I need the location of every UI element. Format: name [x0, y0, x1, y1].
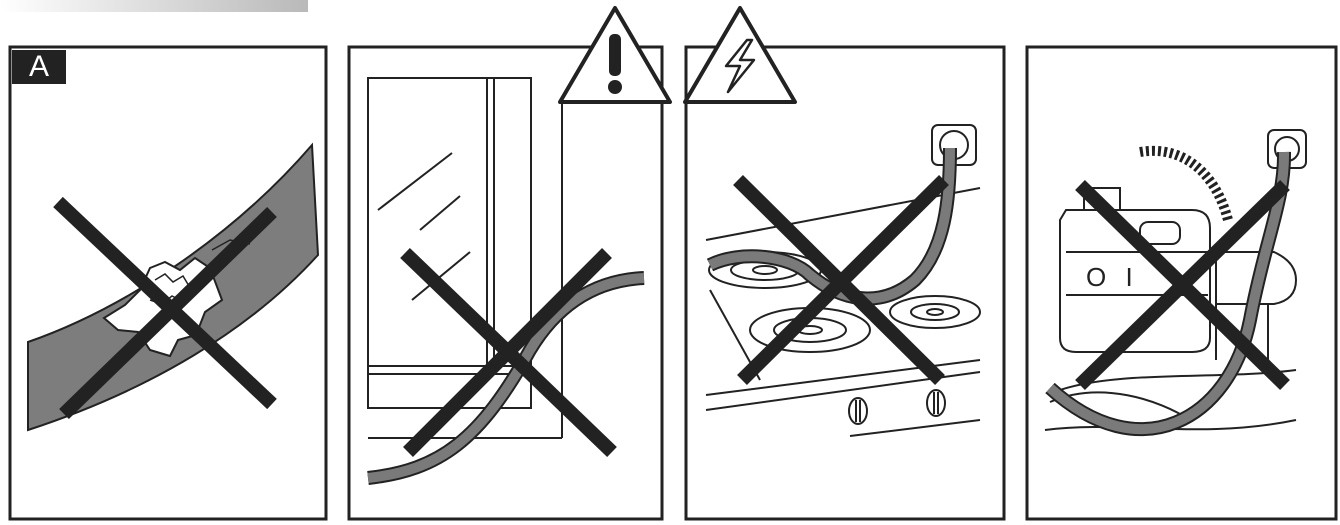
- door-cable-drawing: [367, 77, 645, 485]
- prohibition-cross-2: [400, 247, 617, 458]
- panel-frame-1: [8, 45, 328, 521]
- prohibition-cross-4: [1075, 179, 1290, 391]
- prohibition-cross-1: [53, 196, 277, 420]
- header-bar: [0, 0, 308, 12]
- damaged-cable-drawing: [27, 142, 320, 432]
- exclamation-warning-icon: [558, 6, 672, 104]
- prohibition-cross-3: [733, 175, 949, 385]
- panel-frame-4: [1025, 45, 1338, 521]
- panel-frame-2: [347, 45, 664, 521]
- electric-shock-warning-icon: [683, 6, 797, 104]
- fuel-can-label: O I: [1086, 262, 1139, 292]
- panel-frame-3: [684, 45, 1006, 521]
- hob-cable-drawing: [705, 124, 981, 437]
- panel-label-a: A: [12, 50, 66, 84]
